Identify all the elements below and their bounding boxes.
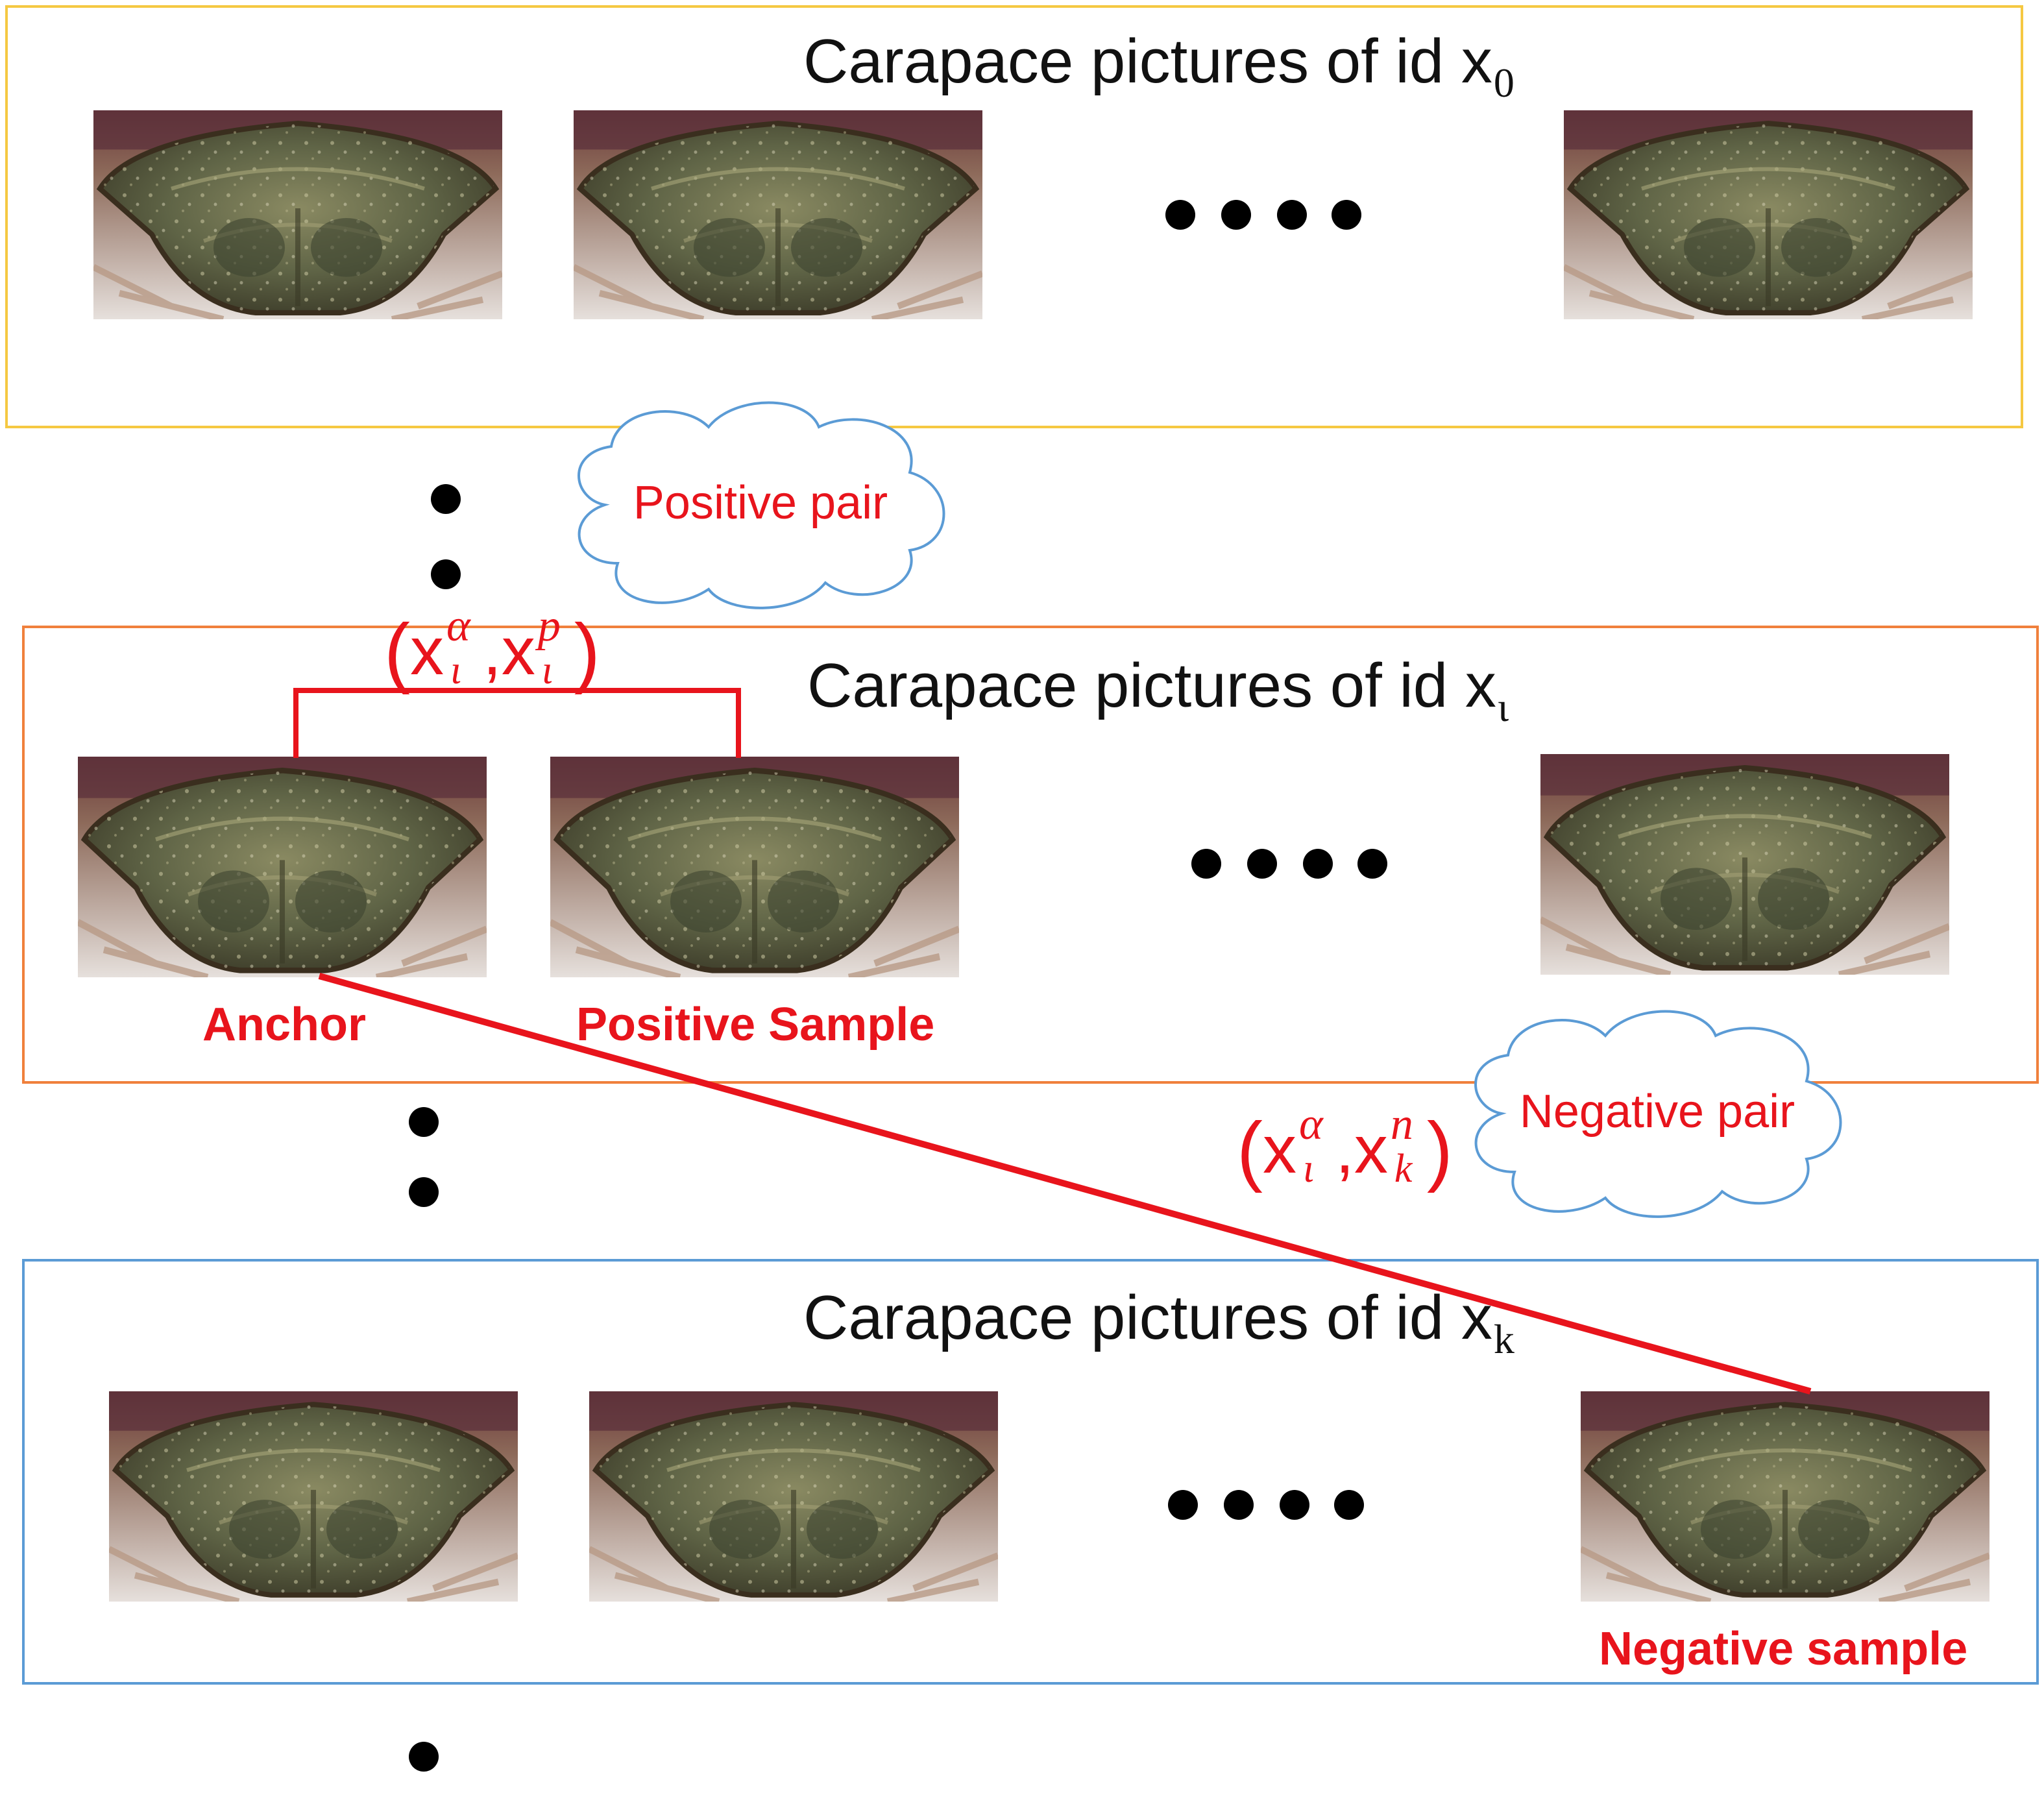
- ellipsis-dot: [1224, 1490, 1254, 1520]
- negative-pair-cloud: Negative pair: [1456, 1003, 1858, 1224]
- positive-pair-cloud: Positive pair: [559, 395, 962, 615]
- negative-sample-label: Negative sample: [1599, 1623, 1968, 1675]
- ellipsis-dot: [1221, 200, 1251, 230]
- ellipsis-dot: [1165, 200, 1195, 230]
- cloud-icon: [578, 401, 945, 609]
- ellipsis-dot: [1357, 849, 1387, 879]
- ellipsis-dot: [1277, 200, 1307, 230]
- ellipsis-dot: [1168, 1490, 1198, 1520]
- vertical-ellipsis-dot: [431, 559, 461, 589]
- positive-pair-label: Positive pair: [633, 477, 888, 529]
- positive-pair-bracket: [293, 688, 741, 758]
- vertical-ellipsis-dot: [409, 1742, 439, 1772]
- group-title-subscript: k: [1493, 1316, 1515, 1362]
- ellipsis-dot: [1332, 200, 1361, 230]
- ellipsis-dot: [1280, 1490, 1309, 1520]
- group-title-xk: Carapace pictures of id xk: [803, 1283, 1515, 1362]
- ellipsis-dot: [1191, 849, 1221, 879]
- group-box-id-xi: [22, 626, 2039, 1084]
- cloud-icon: [1474, 1010, 1842, 1218]
- vertical-ellipsis-dot: [409, 1107, 439, 1137]
- negative-pair-line: [318, 973, 1812, 1395]
- ellipsis-dot: [1334, 1490, 1364, 1520]
- positive-sample-label: Positive Sample: [576, 999, 935, 1051]
- ellipsis-dot: [1303, 849, 1333, 879]
- ellipsis-dot: [1247, 849, 1277, 879]
- group-title-subscript: ι: [1497, 684, 1509, 730]
- group-title-subscript: 0: [1493, 60, 1515, 106]
- vertical-ellipsis-dot: [409, 1177, 439, 1207]
- group-title-x0: Carapace pictures of id x0: [803, 27, 1515, 106]
- negative-pair-label: Negative pair: [1519, 1086, 1795, 1138]
- anchor-label: Anchor: [202, 999, 366, 1051]
- group-title-xi: Carapace pictures of id xι: [807, 651, 1509, 730]
- vertical-ellipsis-dot: [431, 484, 461, 514]
- group-box-id-x0: [5, 5, 2023, 428]
- group-box-id-xk: [22, 1259, 2039, 1685]
